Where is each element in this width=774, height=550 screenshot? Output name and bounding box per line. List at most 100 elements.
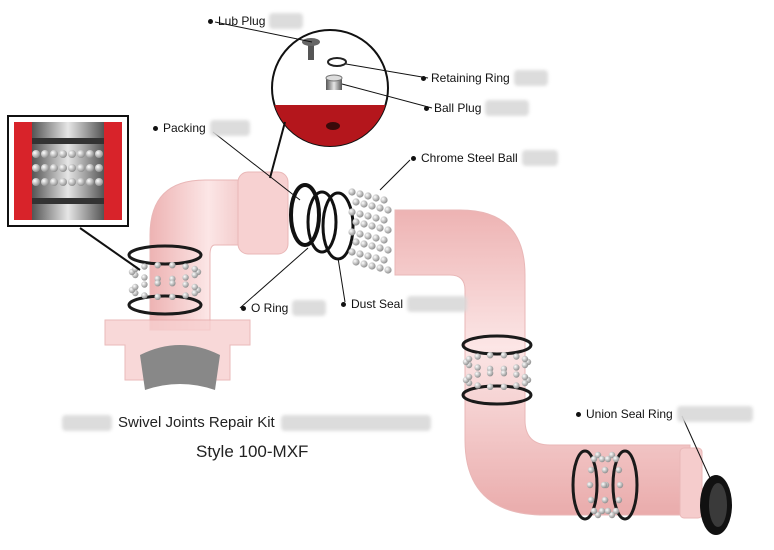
steel-ball xyxy=(154,279,161,287)
steel-ball xyxy=(616,481,624,489)
steel-ball xyxy=(608,451,616,459)
steel-ball xyxy=(586,481,594,489)
steel-ball xyxy=(615,466,623,474)
steel-ball xyxy=(32,178,40,186)
steel-ball xyxy=(77,178,85,186)
steel-ball xyxy=(380,216,388,224)
steel-ball xyxy=(68,164,76,172)
steel-ball xyxy=(380,256,388,264)
steel-ball xyxy=(513,353,520,360)
steel-ball xyxy=(141,263,148,270)
bullet-icon xyxy=(241,305,246,311)
steel-ball xyxy=(376,264,384,272)
label-text: Lub Plug xyxy=(218,14,266,28)
steel-ball xyxy=(364,252,372,260)
label-ball-plug: Ball Plug xyxy=(424,100,530,116)
left-elbow-pipe xyxy=(149,171,289,331)
label-union-seal-ring: Union Seal Ring xyxy=(576,406,753,422)
steel-ball xyxy=(376,224,384,232)
label-o-ring: O Ring xyxy=(241,300,327,316)
steel-ball xyxy=(169,261,176,269)
union-seal-ring xyxy=(700,475,732,535)
steel-ball xyxy=(587,496,595,504)
steel-ball xyxy=(513,371,520,378)
steel-ball xyxy=(182,281,189,288)
steel-ball xyxy=(169,279,176,287)
steel-ball xyxy=(376,204,384,212)
steel-ball xyxy=(465,355,473,363)
steel-ball xyxy=(77,164,85,172)
steel-ball xyxy=(141,281,148,288)
label-text: Packing xyxy=(163,121,206,135)
label-text: O Ring xyxy=(251,301,289,315)
steel-ball xyxy=(77,150,85,158)
steel-ball xyxy=(598,455,606,463)
label-text: Retaining Ring xyxy=(431,71,510,85)
steel-ball xyxy=(587,466,595,474)
steel-ball xyxy=(348,248,356,256)
bullet-icon xyxy=(421,75,426,81)
steel-ball xyxy=(612,507,620,515)
steel-ball xyxy=(59,164,67,172)
steel-ball xyxy=(465,373,473,381)
right-long-pipe xyxy=(394,209,703,519)
steel-ball xyxy=(384,266,392,274)
steel-ball xyxy=(486,351,494,359)
steel-ball xyxy=(594,511,602,519)
steel-ball xyxy=(474,364,481,371)
steel-ball xyxy=(360,260,368,268)
leader-lines xyxy=(212,21,711,479)
hammer-union-nut xyxy=(104,319,251,390)
steel-ball xyxy=(590,507,598,515)
steel-ball xyxy=(50,164,58,172)
kit-title: Swivel Joints Repair Kit xyxy=(58,414,431,431)
steel-ball xyxy=(41,164,49,172)
o-ring xyxy=(306,190,338,254)
bullet-icon xyxy=(341,301,346,307)
dust-seal xyxy=(321,191,355,261)
steel-ball xyxy=(191,265,198,273)
steel-ball xyxy=(474,353,481,360)
steel-ball xyxy=(191,283,198,291)
steel-ball xyxy=(59,178,67,186)
label-dust-seal: Dust Seal xyxy=(341,296,468,312)
steel-ball xyxy=(360,220,368,228)
lower-right-bearing xyxy=(571,449,639,521)
steel-ball xyxy=(372,214,380,222)
steel-ball xyxy=(521,379,529,387)
steel-ball xyxy=(182,263,189,270)
steel-ball xyxy=(86,178,94,186)
steel-ball xyxy=(169,293,176,301)
steel-ball xyxy=(368,262,376,270)
steel-ball xyxy=(604,507,612,515)
label-packing: Packing xyxy=(153,120,250,136)
steel-ball xyxy=(598,507,606,515)
steel-ball xyxy=(50,150,58,158)
steel-ball xyxy=(360,200,368,208)
steel-ball xyxy=(95,178,103,186)
steel-ball xyxy=(68,150,76,158)
steel-ball xyxy=(352,238,360,246)
steel-ball xyxy=(68,178,76,186)
steel-ball xyxy=(360,240,368,248)
bullet-icon xyxy=(424,105,429,111)
steel-ball xyxy=(615,496,623,504)
steel-ball xyxy=(600,481,608,489)
steel-ball xyxy=(372,234,380,242)
steel-ball xyxy=(364,212,372,220)
steel-ball xyxy=(474,371,481,378)
left-bearing-assembly xyxy=(127,244,203,316)
steel-ball xyxy=(154,293,161,301)
steel-ball xyxy=(32,164,40,172)
steel-ball xyxy=(608,511,616,519)
steel-ball xyxy=(132,283,139,291)
steel-ball xyxy=(604,455,612,463)
steel-ball xyxy=(348,208,356,216)
steel-ball xyxy=(521,361,529,369)
steel-ball xyxy=(601,466,609,474)
steel-ball xyxy=(521,355,529,363)
bearing-detail-inset xyxy=(7,115,141,271)
steel-ball xyxy=(364,192,372,200)
bullet-icon xyxy=(208,18,213,24)
steel-ball xyxy=(59,150,67,158)
